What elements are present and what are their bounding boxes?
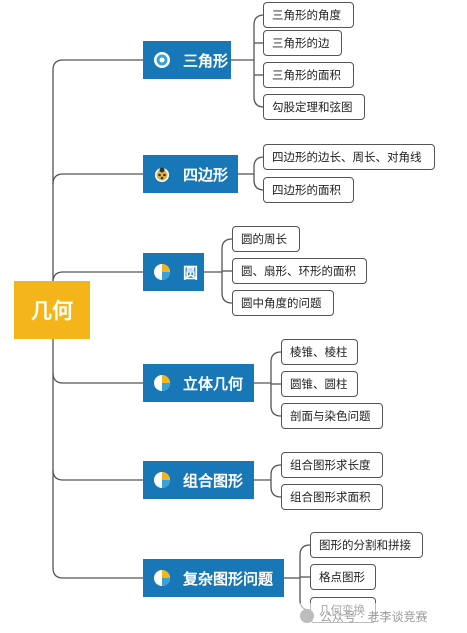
- category-composite-figures[interactable]: 组合图形: [143, 461, 254, 499]
- leaf-section-coloring[interactable]: 剖面与染色问题: [281, 403, 383, 429]
- category-label: 三角形: [183, 51, 229, 70]
- category-triangle[interactable]: 三角形: [143, 41, 231, 79]
- pie-chart-icon: [154, 570, 170, 586]
- category-circle[interactable]: 圆: [143, 253, 204, 291]
- leaf-triangle-area[interactable]: 三角形的面积: [263, 62, 354, 88]
- wechat-icon: [300, 609, 314, 623]
- category-label: 复杂图形问题: [183, 569, 274, 588]
- leaf-circle-area[interactable]: 圆、扇形、环形的面积: [232, 258, 367, 284]
- leaf-circle-perimeter[interactable]: 圆的周长: [232, 226, 300, 252]
- leaf-composite-length[interactable]: 组合图形求长度: [281, 452, 383, 478]
- pie-chart-icon: [154, 472, 170, 488]
- category-complex-figures[interactable]: 复杂图形问题: [143, 559, 284, 597]
- leaf-lattice[interactable]: 格点图形: [310, 564, 376, 590]
- leaf-quad-perimeter[interactable]: 四边形的边长、周长、对角线: [263, 144, 435, 170]
- leaf-cone-cylinder[interactable]: 圆锥、圆柱: [281, 371, 358, 397]
- ladybug-icon: [155, 167, 169, 182]
- leaf-quad-area[interactable]: 四边形的面积: [263, 177, 354, 203]
- target-icon: [154, 52, 170, 68]
- category-label: 圆: [183, 263, 199, 282]
- leaf-triangle-angles[interactable]: 三角形的角度: [263, 2, 354, 28]
- category-quadrilateral[interactable]: 四边形: [143, 155, 238, 193]
- root-node: 几何: [14, 281, 90, 339]
- leaf-pyramid-prism[interactable]: 棱锥、棱柱: [281, 339, 358, 365]
- watermark-text: 公众号 · 老李谈竞赛: [320, 609, 428, 624]
- pie-chart-icon: [154, 375, 170, 391]
- leaf-triangle-sides[interactable]: 三角形的边: [263, 30, 342, 56]
- leaf-composite-area[interactable]: 组合图形求面积: [281, 484, 383, 510]
- pie-chart-icon: [154, 264, 170, 280]
- watermark: 公众号 · 老李谈竞赛: [300, 603, 428, 629]
- category-solid-geometry[interactable]: 立体几何: [143, 364, 254, 402]
- category-label: 立体几何: [183, 374, 244, 393]
- leaf-dissection[interactable]: 图形的分割和拼接: [310, 532, 423, 558]
- leaf-circle-angles[interactable]: 圆中角度的问题: [232, 290, 334, 316]
- leaf-pythagorean[interactable]: 勾股定理和弦图: [263, 94, 365, 120]
- category-label: 四边形: [183, 165, 229, 184]
- category-label: 组合图形: [183, 471, 244, 490]
